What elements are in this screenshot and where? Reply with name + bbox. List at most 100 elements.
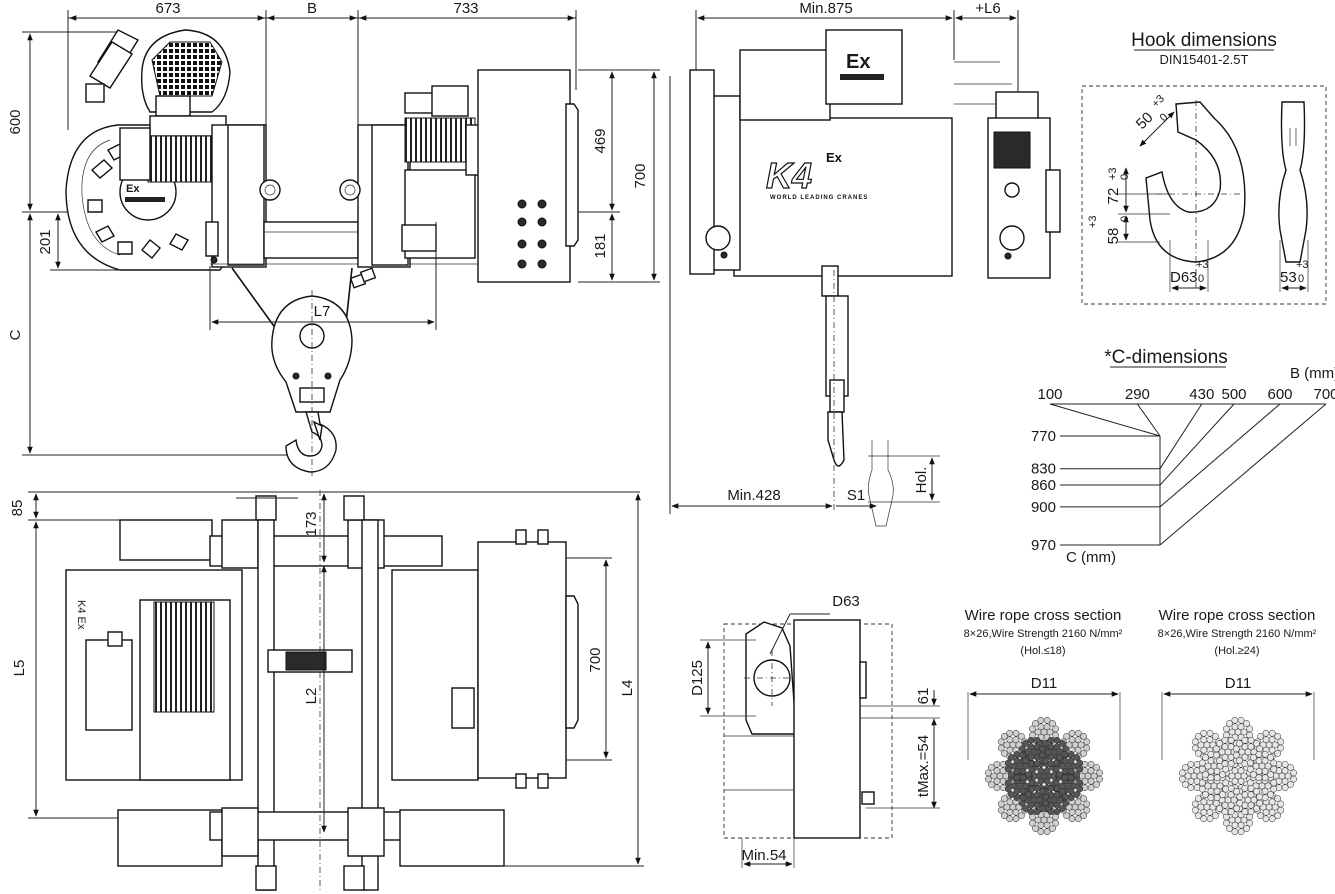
wire xyxy=(1046,816,1054,824)
b-value-500: 500 xyxy=(1221,386,1246,403)
wire xyxy=(1216,782,1224,790)
wire xyxy=(1074,746,1082,754)
wire xyxy=(1256,745,1263,753)
wire xyxy=(1274,750,1282,757)
wire xyxy=(1274,732,1282,740)
dim-L6: +L6 xyxy=(975,0,1000,17)
wire xyxy=(1271,741,1279,749)
wire xyxy=(1019,787,1027,795)
wire xyxy=(1213,774,1221,782)
wire xyxy=(1247,743,1255,751)
wire xyxy=(1222,785,1230,793)
hook-53-tol: +3 xyxy=(1296,259,1309,271)
wire xyxy=(1241,743,1249,751)
wire xyxy=(1198,779,1206,787)
wire xyxy=(1261,757,1269,765)
wire xyxy=(1213,787,1221,795)
wire xyxy=(1284,772,1292,780)
dim-C: C xyxy=(7,329,24,340)
wire xyxy=(1077,741,1085,749)
wire xyxy=(1047,760,1055,768)
wire xyxy=(1231,767,1239,775)
wire xyxy=(1200,815,1208,823)
rope2-cond: (Hol.≥24) xyxy=(1214,645,1259,657)
wire xyxy=(1037,723,1045,731)
wire xyxy=(1034,816,1042,824)
wire xyxy=(1191,738,1199,746)
c-value-770: 770 xyxy=(1031,428,1056,445)
wire xyxy=(1236,799,1244,807)
wire xyxy=(1068,815,1076,823)
wire xyxy=(1070,762,1078,770)
wire xyxy=(1013,794,1021,801)
plan-view: 85 L5 K4 Ex xyxy=(9,490,644,891)
wire xyxy=(1219,791,1226,798)
wire xyxy=(1222,725,1230,733)
wire xyxy=(1250,796,1258,804)
wire xyxy=(1022,805,1029,812)
wire xyxy=(1087,767,1095,775)
wire xyxy=(1012,808,1020,816)
wire xyxy=(1221,760,1229,768)
wire xyxy=(988,764,995,771)
wire xyxy=(1213,751,1220,759)
wire xyxy=(1052,759,1060,767)
drum-tmax: tMax.=54 xyxy=(915,735,932,797)
wire xyxy=(1033,784,1041,792)
wire xyxy=(1028,779,1036,787)
wire xyxy=(1032,720,1039,727)
wire xyxy=(1253,740,1260,747)
wire xyxy=(1063,812,1070,820)
wire xyxy=(1237,767,1245,775)
rope2-spec: 8×26,Wire Strength 2160 N/mm² xyxy=(1158,628,1317,640)
dim-hol: Hol. xyxy=(913,467,930,494)
wire xyxy=(1076,785,1084,793)
wire xyxy=(1277,800,1285,808)
wire xyxy=(1047,808,1055,816)
dim-733: 733 xyxy=(453,0,478,17)
wire xyxy=(993,784,1001,792)
rope2-cross-section xyxy=(1178,716,1298,836)
wire xyxy=(1070,782,1078,790)
wire xyxy=(1233,788,1240,795)
wire xyxy=(997,800,1005,808)
wire xyxy=(1182,781,1189,788)
wire xyxy=(1000,732,1008,740)
wire xyxy=(1000,795,1008,802)
c-value-830: 830 xyxy=(1031,461,1056,478)
wire xyxy=(1032,825,1039,832)
wire xyxy=(1227,784,1235,792)
wire xyxy=(1043,716,1051,724)
plan-brand: K4 Ex xyxy=(75,600,87,630)
wire xyxy=(1012,736,1020,744)
wire xyxy=(1202,771,1209,778)
wire xyxy=(1250,771,1257,778)
wire xyxy=(1227,801,1235,809)
wire xyxy=(1028,765,1036,773)
wire xyxy=(1187,767,1195,775)
wire xyxy=(1038,751,1046,759)
wire xyxy=(1074,729,1082,737)
wire xyxy=(1200,729,1208,737)
wire xyxy=(1206,729,1214,737)
b-value-100: 100 xyxy=(1037,386,1062,403)
hook-53: 53 xyxy=(1280,269,1297,286)
wire xyxy=(1053,736,1061,744)
wire xyxy=(1043,723,1051,731)
wire xyxy=(1256,793,1263,801)
rope1-D11: D11 xyxy=(1031,675,1057,692)
b-value-290: 290 xyxy=(1125,386,1150,403)
wire xyxy=(1236,757,1243,764)
wire xyxy=(1194,812,1202,820)
wire xyxy=(1277,738,1285,746)
wire xyxy=(984,775,992,783)
hook-dimensions: Hook dimensions DIN15401-2.5T 72 +3 0 58… xyxy=(1081,30,1327,305)
wire xyxy=(1246,765,1254,773)
hook-58-tol0: 0 xyxy=(1119,216,1131,222)
wire xyxy=(1080,795,1088,802)
wire xyxy=(1247,808,1255,816)
wire xyxy=(1074,798,1082,806)
wire xyxy=(1281,760,1289,768)
wire xyxy=(1227,760,1235,768)
